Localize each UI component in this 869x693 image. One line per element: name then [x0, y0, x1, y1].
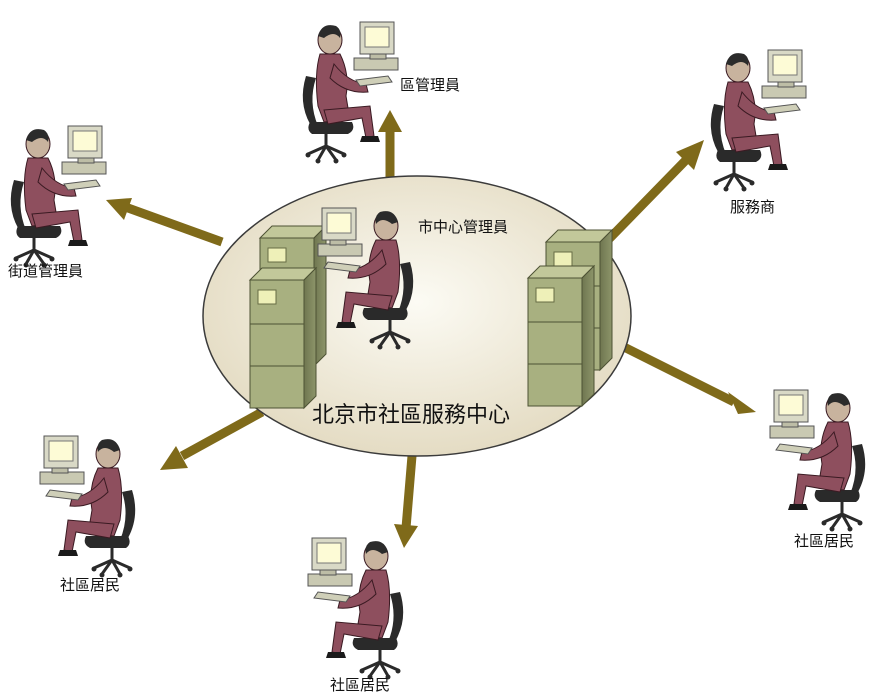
service-provider-figure: [709, 48, 808, 193]
resident-right-figure: [768, 388, 867, 533]
resident-bottom-figure: [306, 536, 405, 681]
street-admin-label: 街道管理員: [8, 262, 83, 280]
resident-bottom-label: 社區居民: [330, 676, 390, 693]
street-admin-figure: [9, 124, 108, 269]
center-admin-label: 市中心管理員: [418, 218, 508, 236]
arrow-district-admin: [378, 110, 402, 180]
connection-arrows: [106, 110, 756, 548]
arrow-resident-right: [619, 341, 756, 414]
service-provider-label: 服務商: [730, 198, 775, 216]
district-admin-label: 區管理員: [400, 76, 460, 94]
arrow-service-provider: [604, 140, 704, 244]
arrow-resident-bottom: [394, 455, 418, 548]
server-cluster-left: [249, 225, 327, 409]
resident-right-label: 社區居民: [794, 532, 854, 550]
resident-left-label: 社區居民: [60, 576, 120, 594]
resident-left-figure: [38, 434, 137, 579]
arrow-street-admin: [106, 198, 224, 247]
district-admin-figure: [301, 20, 400, 165]
center-title: 北京市社區服務中心: [312, 403, 510, 428]
arrow-resident-left: [160, 408, 265, 470]
